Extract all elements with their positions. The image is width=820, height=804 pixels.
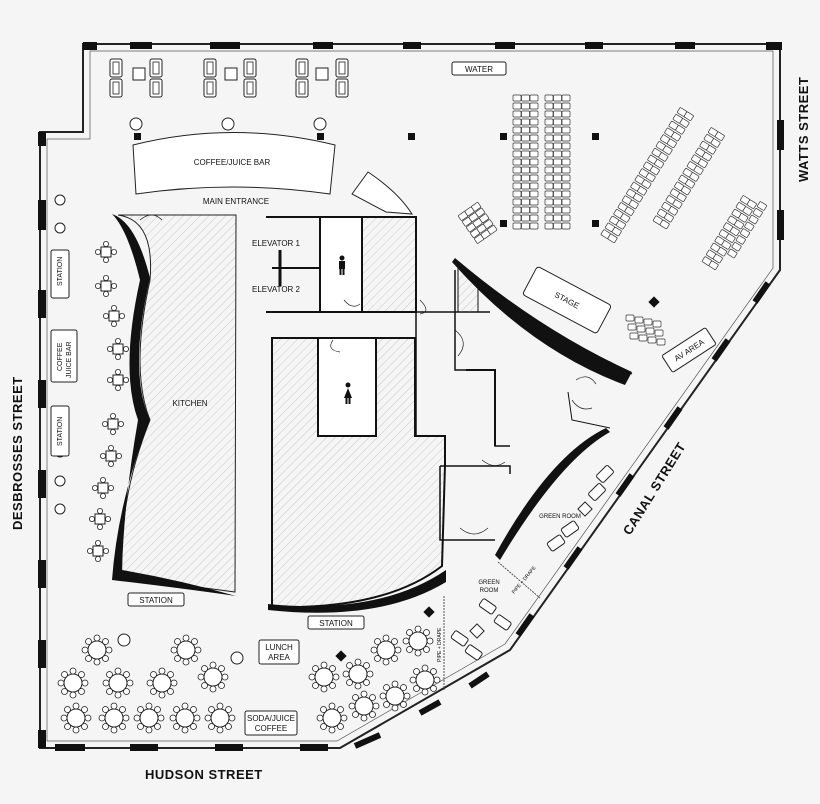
stage-backwall xyxy=(452,258,632,385)
svg-text:COFFEE: COFFEE xyxy=(255,724,287,733)
svg-text:AREA: AREA xyxy=(268,653,290,662)
entrance-door xyxy=(351,171,413,215)
watts-street-label: WATTS STREET xyxy=(796,77,811,182)
av-seat xyxy=(625,314,635,322)
desbrosses-street-label: DESBROSSES STREET xyxy=(10,376,25,530)
station-left-2: STATION xyxy=(50,405,70,457)
green-room-wall xyxy=(495,428,610,560)
lunch-area: LUNCH AREA xyxy=(258,639,300,665)
station-kitchen: STATION xyxy=(127,592,185,607)
seating-block xyxy=(544,94,571,230)
svg-text:STATION: STATION xyxy=(57,417,64,446)
columns xyxy=(134,133,660,662)
av-seat xyxy=(636,325,646,333)
soda-juice-coffee: SODA/JUICE COFFEE xyxy=(244,710,298,736)
doors xyxy=(330,299,597,535)
svg-text:JUICE BAR: JUICE BAR xyxy=(66,341,73,378)
mens-restroom-icon xyxy=(339,255,345,275)
av-seat xyxy=(652,320,662,328)
av-seat xyxy=(645,327,655,335)
stage: STAGE xyxy=(522,266,612,334)
svg-text:COFFEE/JUICE BAR: COFFEE/JUICE BAR xyxy=(194,158,271,167)
main-entrance-label: MAIN ENTRANCE xyxy=(203,197,269,206)
pipe-drape-lines xyxy=(443,561,541,690)
green-room-upper-furniture xyxy=(546,465,614,552)
green-room-lower-label: GREEN ROOM xyxy=(478,580,499,594)
seating-block xyxy=(512,94,539,230)
elevator-2-label: ELEVATOR 2 xyxy=(252,285,301,294)
svg-text:COFFEE: COFFEE xyxy=(57,342,64,371)
svg-text:SODA/JUICE: SODA/JUICE xyxy=(247,714,295,723)
coffee-juice-bar: COFFEE/JUICE BAR xyxy=(132,132,336,195)
pipe-drape-label-1: PIPE + DRAPE xyxy=(437,627,443,662)
hudson-street-label: HUDSON STREET xyxy=(145,767,263,782)
kitchen-door xyxy=(139,214,163,221)
av-seat xyxy=(643,318,653,326)
water-station: WATER xyxy=(451,61,507,76)
av-seat xyxy=(627,323,637,331)
svg-text:ROOM: ROOM xyxy=(480,588,499,594)
av-seat xyxy=(634,316,644,324)
station-center: STATION xyxy=(307,615,365,630)
svg-text:STATION: STATION xyxy=(139,596,173,605)
diagonal-wall-windows xyxy=(353,281,771,749)
av-seat xyxy=(654,329,664,337)
svg-text:LUNCH: LUNCH xyxy=(265,643,293,652)
top-lounge-seating xyxy=(109,58,349,98)
svg-text:STATION: STATION xyxy=(319,619,353,628)
central-boh xyxy=(268,260,511,613)
av-seat xyxy=(647,336,657,344)
green-room-lower-furniture xyxy=(450,598,512,661)
av-seat xyxy=(638,334,648,342)
coffee-juice-bar-side: COFFEE JUICE BAR xyxy=(50,329,78,383)
kitchen: KITCHEN xyxy=(112,214,237,596)
av-seat xyxy=(656,338,666,346)
station-left-1: STATION xyxy=(50,249,70,299)
svg-text:STATION: STATION xyxy=(57,257,64,286)
svg-text:WATER: WATER xyxy=(465,65,493,74)
elevator-1-label: ELEVATOR 1 xyxy=(252,239,301,248)
svg-text:KITCHEN: KITCHEN xyxy=(172,399,207,408)
womens-restroom-icon xyxy=(344,382,352,404)
green-room-upper-label: GREEN ROOM xyxy=(539,514,581,520)
av-seat xyxy=(629,332,639,340)
svg-text:GREEN: GREEN xyxy=(478,580,499,586)
wall-windows xyxy=(38,42,784,751)
